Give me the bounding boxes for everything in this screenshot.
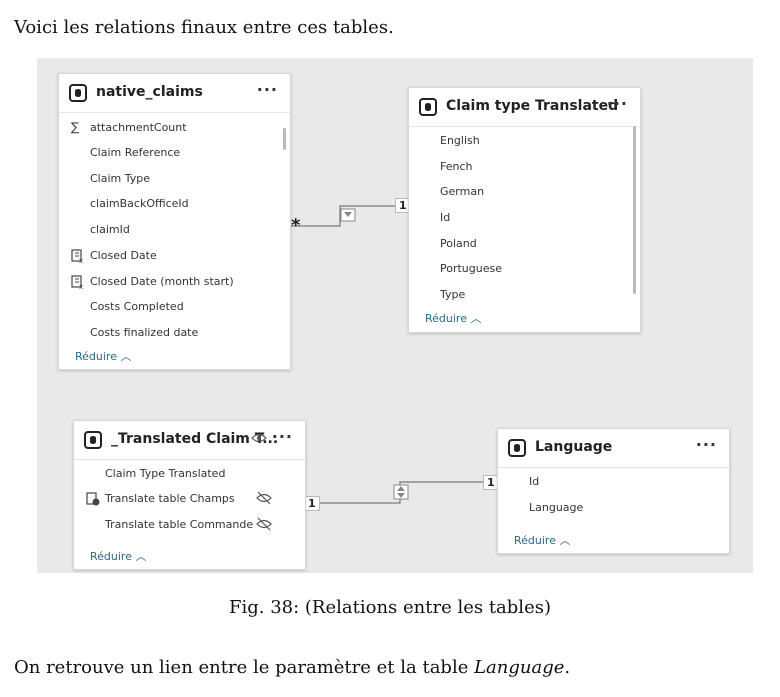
table-card-claim-type-translated[interactable]: Claim type Translated ··· English Fench … (408, 87, 641, 333)
field-item[interactable]: German (440, 185, 485, 198)
scrollbar[interactable] (283, 128, 286, 150)
table-title: native_claims (96, 84, 203, 100)
figure-caption: Fig. 38: (Relations entre les tables) (229, 597, 551, 618)
calculated-column-icon: x (71, 249, 83, 263)
more-options-button[interactable]: ··· (695, 435, 717, 454)
chevron-up-icon: ︿ (120, 350, 132, 363)
calculated-column-icon: x (71, 275, 83, 289)
relationship-lines (290, 205, 497, 504)
field-item[interactable]: attachmentCount (90, 121, 187, 134)
field-item[interactable]: Closed Date (month start) (90, 275, 234, 288)
many-cardinality-marker: * (291, 215, 301, 236)
model-canvas: * 1 1 1 native_claims ··· ∑ attachmentCo… (37, 58, 753, 573)
table-title: Language (535, 439, 613, 455)
svg-text:x: x (79, 257, 83, 263)
field-item[interactable]: English (440, 134, 480, 147)
intro-text: Voici les relations finaux entre ces tab… (14, 17, 394, 38)
field-item[interactable]: Claim Reference (90, 146, 181, 159)
field-item[interactable]: Portuguese (440, 262, 502, 275)
card-header: Language ··· (498, 429, 729, 468)
reduce-link[interactable]: Réduire ︿ (514, 534, 571, 547)
field-item[interactable]: Closed Date (90, 249, 157, 262)
table-card-translated-claim[interactable]: _Translated Claim T... ··· Claim Type Tr… (73, 420, 306, 570)
field-item[interactable]: Fench (440, 160, 473, 173)
eye-icon[interactable] (251, 432, 267, 444)
table-card-native-claims[interactable]: native_claims ··· ∑ attachmentCount Clai… (58, 73, 291, 370)
field-item[interactable]: Id (440, 211, 451, 224)
field-item[interactable]: Translate table Champs (105, 492, 235, 505)
chevron-up-icon: ︿ (470, 312, 482, 325)
table-title: Claim type Translated (446, 98, 619, 114)
field-item[interactable]: claimId (90, 223, 130, 236)
field-item[interactable]: Translate table Commande (105, 518, 254, 531)
parameter-icon (86, 492, 100, 506)
hidden-eye-icon[interactable] (255, 517, 273, 531)
field-item[interactable]: Costs finalized date (90, 326, 199, 339)
chevron-up-icon: ︿ (559, 534, 571, 547)
table-icon (419, 98, 437, 116)
svg-text:x: x (79, 283, 83, 289)
field-item[interactable]: Costs Completed (90, 300, 184, 313)
field-item[interactable]: Type (440, 288, 466, 301)
field-item[interactable]: Poland (440, 237, 477, 250)
field-item[interactable]: Claim Type Translated (105, 467, 226, 480)
sigma-icon: ∑ (71, 120, 80, 134)
table-card-language[interactable]: Language ··· Id Language Réduire ︿ (497, 428, 730, 554)
table-name-language: Language (474, 657, 565, 678)
chevron-up-icon: ︿ (135, 550, 147, 563)
table-icon (69, 84, 87, 102)
card-header: Claim type Translated ··· (409, 88, 640, 127)
one-cardinality-marker: 1 (395, 198, 411, 213)
one-cardinality-marker-left: 1 (304, 496, 320, 511)
card-header: _Translated Claim T... ··· (74, 421, 305, 460)
table-title: _Translated Claim T... (111, 431, 279, 447)
field-item[interactable]: Claim Type (90, 172, 151, 185)
reduce-link[interactable]: Réduire ︿ (90, 550, 147, 563)
table-icon (508, 439, 526, 457)
reduce-link[interactable]: Réduire ︿ (425, 312, 482, 325)
more-options-button[interactable]: ··· (271, 427, 293, 446)
reduce-link[interactable]: Réduire ︿ (75, 350, 132, 363)
card-header: native_claims ··· (59, 74, 290, 113)
footer-text: On retrouve un lien entre le paramètre e… (14, 657, 571, 678)
more-options-button[interactable]: ··· (256, 80, 278, 99)
more-options-button[interactable]: ··· (606, 94, 628, 113)
table-icon (84, 431, 102, 449)
hidden-eye-icon[interactable] (255, 491, 273, 505)
field-item[interactable]: Id (529, 475, 540, 488)
field-item[interactable]: claimBackOfficeId (90, 197, 189, 210)
scrollbar[interactable] (633, 126, 636, 294)
field-item[interactable]: Language (529, 501, 584, 514)
